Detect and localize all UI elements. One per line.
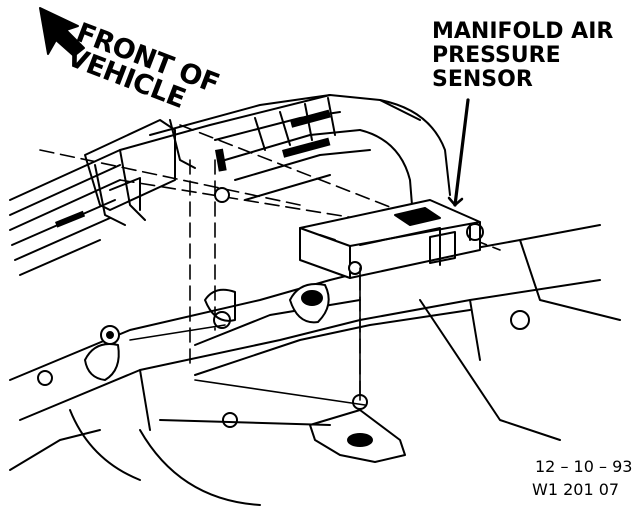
figure-code: W1 201 07 <box>532 480 620 499</box>
date-code: 12 – 10 – 93 <box>535 457 633 476</box>
lower-intake-manifold <box>9 224 621 506</box>
sensor-label-line3: SENSOR <box>432 66 533 92</box>
plenum-lettering <box>55 109 331 228</box>
vacuum-fitting <box>159 409 406 463</box>
map-sensor-body <box>299 199 481 279</box>
sensor-label-line2: PRESSURE <box>432 42 561 68</box>
map-sensor-label: MANIFOLD AIR PRESSURE SENSOR <box>432 20 613 91</box>
sensor-leader-line <box>453 98 470 207</box>
connector-lines <box>129 267 366 406</box>
mounting-bracket <box>84 119 176 226</box>
sensor-label-line1: MANIFOLD AIR <box>432 19 614 44</box>
front-arrow-icon <box>39 7 85 57</box>
fastener-bolts <box>37 187 530 428</box>
manifold-ports <box>84 283 330 381</box>
